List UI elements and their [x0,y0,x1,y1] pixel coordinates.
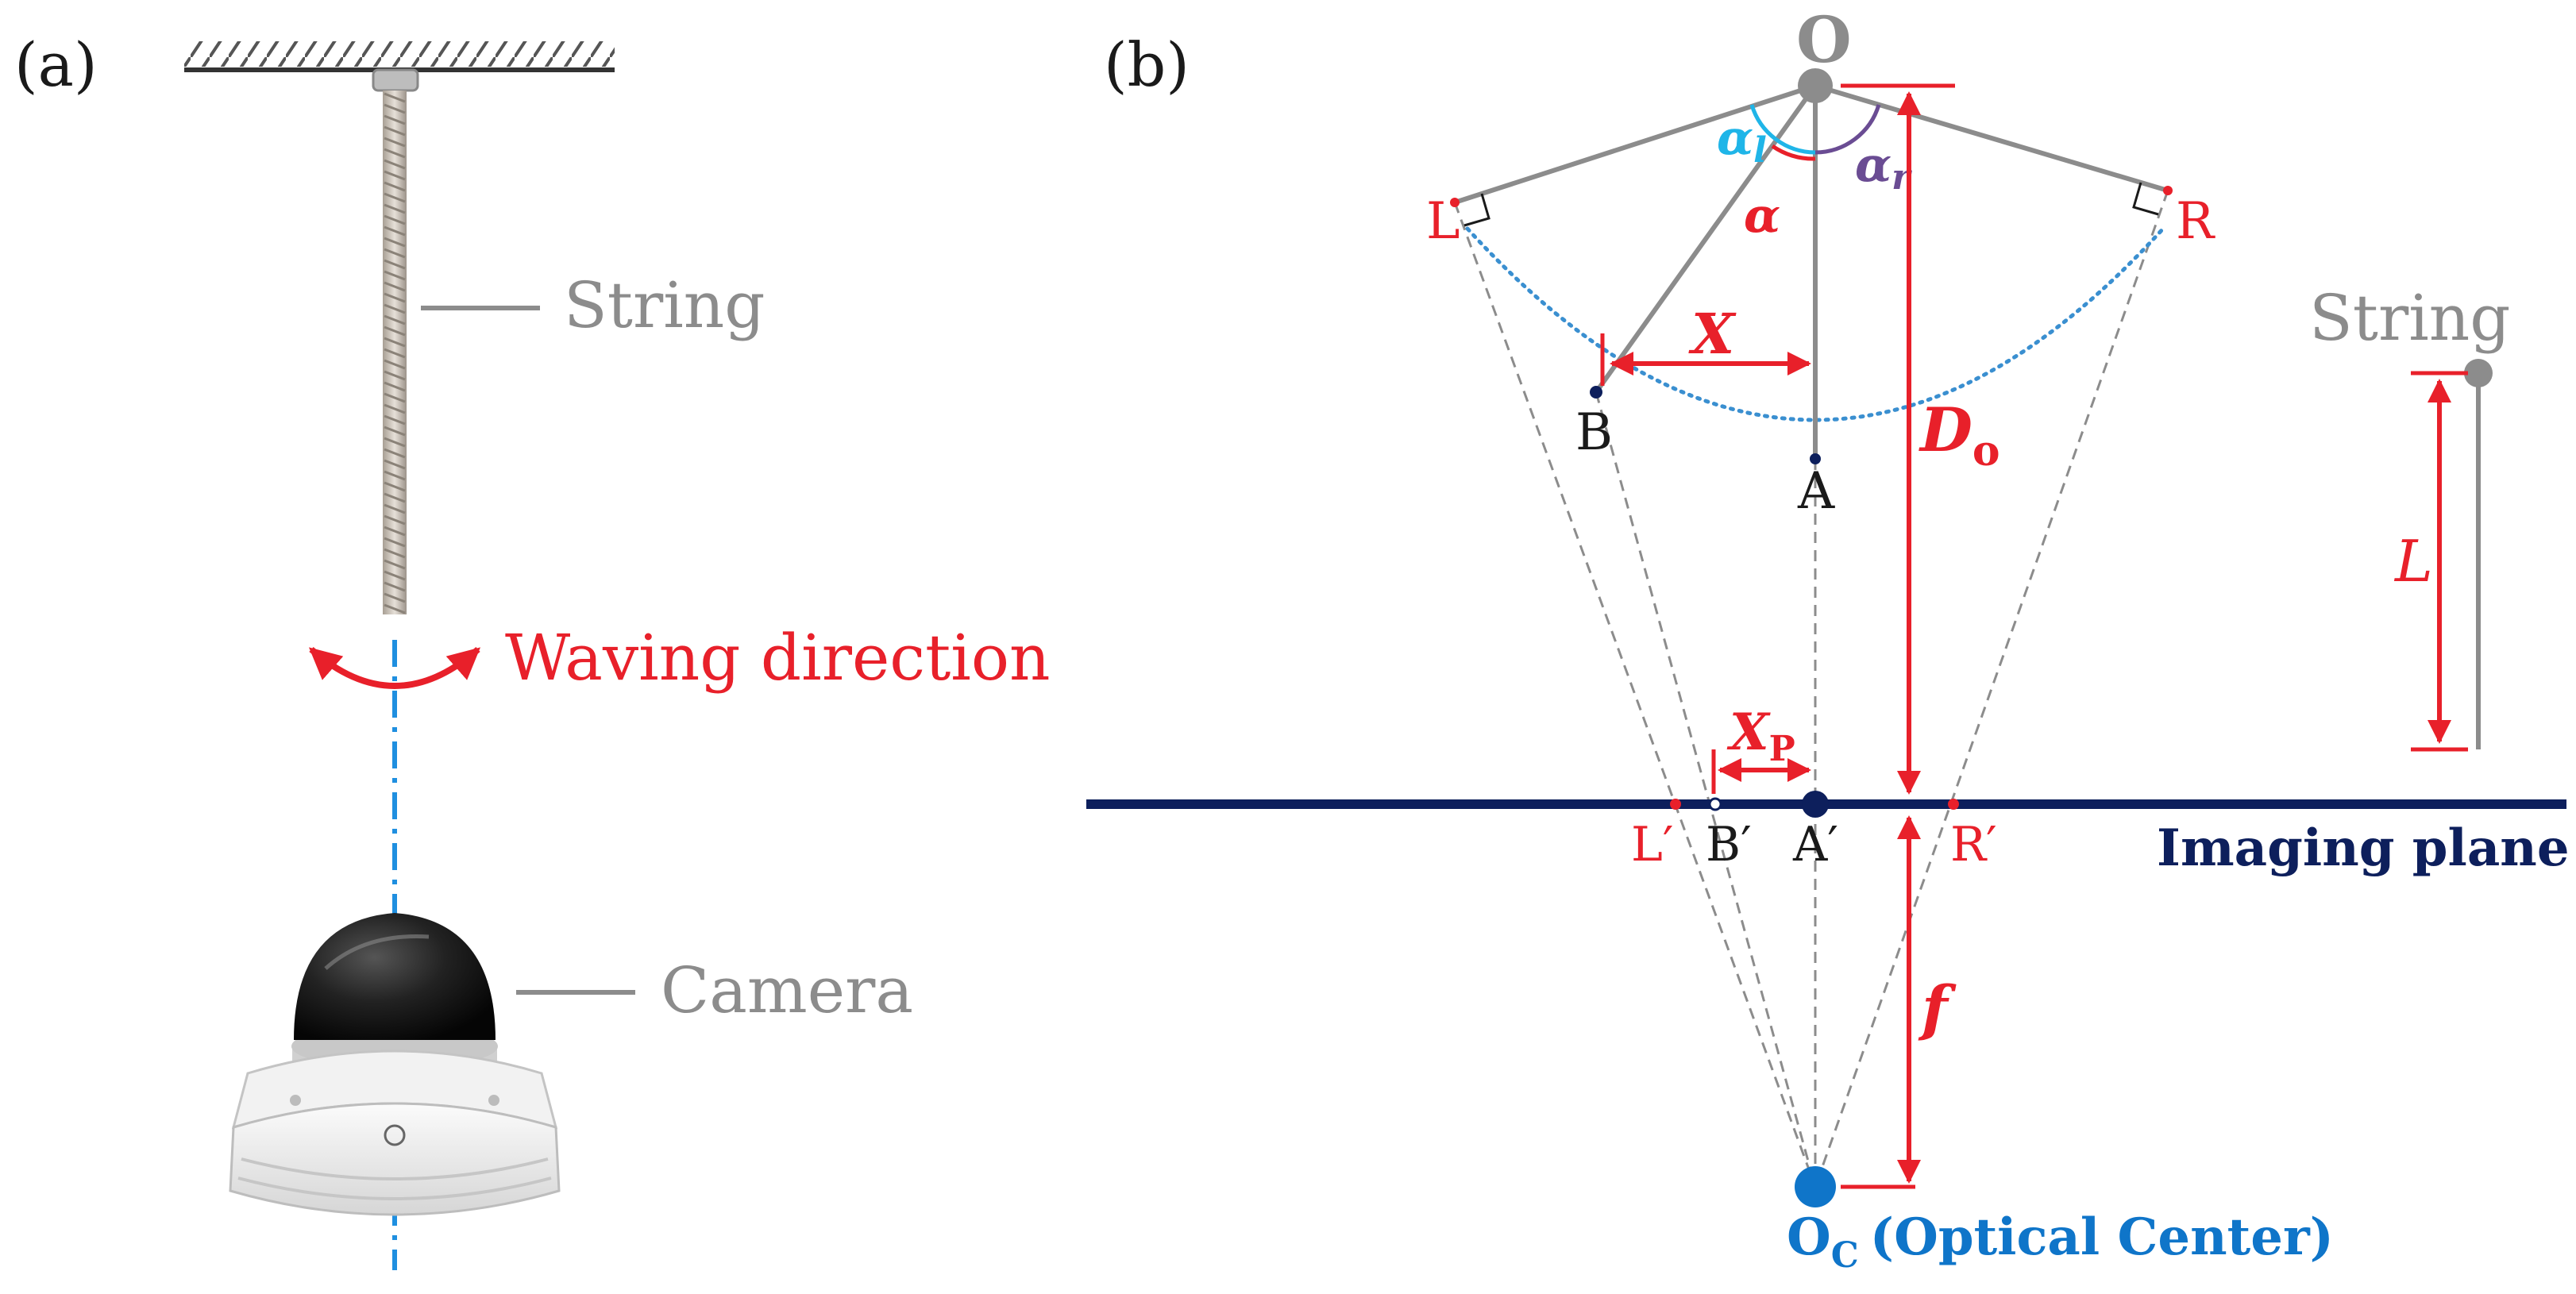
x-dimension-label: X [1688,301,1737,367]
image-L-label: L′ [1631,817,1673,872]
ceiling-mount [184,41,615,92]
optical-center-label: OC(Optical Center) [1787,1207,2334,1276]
point-L-label: L [1426,192,1460,251]
image-B-marker [1708,797,1722,811]
do-dimension-label: Do [1919,395,2000,476]
panel-a-label: (a) [14,29,98,100]
pendulum-lines [1454,83,2169,459]
xp-dimension-label: XP [1726,703,1795,769]
point-B-marker [1590,386,1602,399]
point-B-label: B [1575,403,1613,462]
image-L-marker [1670,799,1681,810]
waving-direction-arrow [308,646,481,689]
image-B-label: B′ [1706,817,1752,872]
camera-label: Camera [661,953,913,1027]
panel-b-label: (b) [1104,29,1190,100]
panel-a: (a) String Waving direction [14,29,1051,1270]
angle-arc-alpha-r [1814,104,1881,155]
point-A-label: A [1797,462,1835,521]
point-L-marker [1450,198,1460,207]
point-R-label: R [2176,192,2215,251]
angle-arc-alpha-l [1749,104,1816,155]
pivot-label: O [1796,2,1852,77]
point-A-marker [1810,453,1821,464]
panel-b: (b) O L R [1086,2,2570,1276]
camera-illustration [229,913,561,1216]
string-legend-label: String [2309,281,2511,355]
string-length-label: L [2393,528,2433,595]
hanging-string [383,91,407,614]
angle-arc-alpha [1771,144,1816,161]
image-A-marker [1802,791,1829,818]
projection-lines [1453,190,2169,1188]
pivot-point [1798,68,1833,103]
f-dimension-label: f [1918,972,1957,1043]
image-A-label: A′ [1792,817,1838,872]
string-label: String [564,268,765,342]
image-R-marker [1948,799,1959,810]
angle-alpha-label: α [1744,188,1780,244]
imaging-plane-label: Imaging plane [2157,818,2570,878]
angle-alpha-r-label: αr [1855,137,1912,198]
image-R-label: R′ [1950,817,1997,872]
waving-direction-label: Waving direction [505,621,1051,695]
point-R-marker [2163,186,2173,195]
optical-center-point [1795,1166,1836,1207]
right-angle-mark-left [1463,193,1490,227]
right-angle-mark-right [2132,182,2159,216]
angle-alpha-l-label: αl [1717,110,1767,171]
